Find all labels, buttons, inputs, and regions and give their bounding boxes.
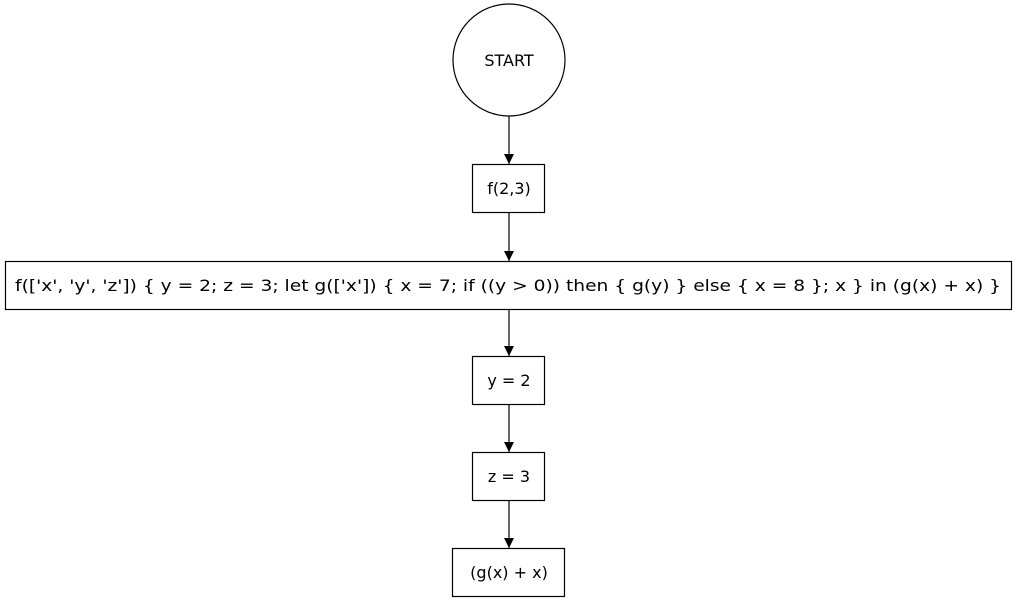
result-node-label: (g(x) + x) <box>470 563 548 582</box>
call-node-label: f(2,3) <box>487 179 531 198</box>
result-node: (g(x) + x) <box>451 547 566 598</box>
definition-node-label: f(['x', 'y', 'z']) { y = 2; z = 3; let g… <box>15 276 1001 295</box>
start-node: START <box>452 3 566 117</box>
assign-z-node-label: z = 3 <box>488 467 530 486</box>
definition-node: f(['x', 'y', 'z']) { y = 2; z = 3; let g… <box>4 260 1013 311</box>
start-node-label: START <box>484 51 534 70</box>
assign-y-node-label: y = 2 <box>487 371 530 390</box>
assign-z-node: z = 3 <box>471 451 546 502</box>
assign-y-node: y = 2 <box>471 355 546 406</box>
call-node: f(2,3) <box>471 163 546 214</box>
